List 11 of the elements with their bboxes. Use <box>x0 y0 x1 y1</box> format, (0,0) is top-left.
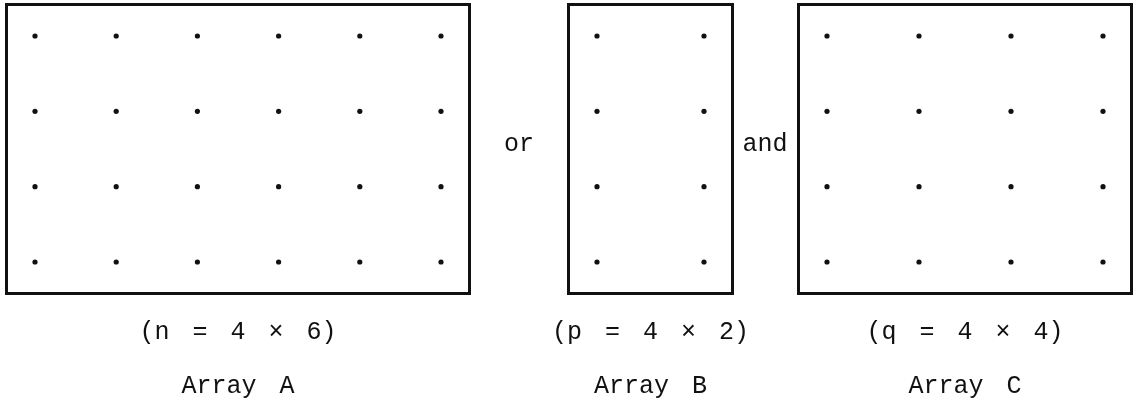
connective-word: or <box>504 130 534 159</box>
size-formula: (n = 4 × 6) <box>139 318 337 347</box>
array-frame <box>5 3 471 295</box>
array-frame <box>797 3 1133 295</box>
size-formula: (q = 4 × 4) <box>866 318 1064 347</box>
array-caption: Array B <box>594 372 707 401</box>
size-formula: (p = 4 × 2) <box>552 318 749 347</box>
array-frame <box>567 3 734 295</box>
array-caption: Array C <box>908 372 1022 401</box>
array-caption: Array A <box>181 372 295 401</box>
connective-word: and <box>742 130 788 159</box>
